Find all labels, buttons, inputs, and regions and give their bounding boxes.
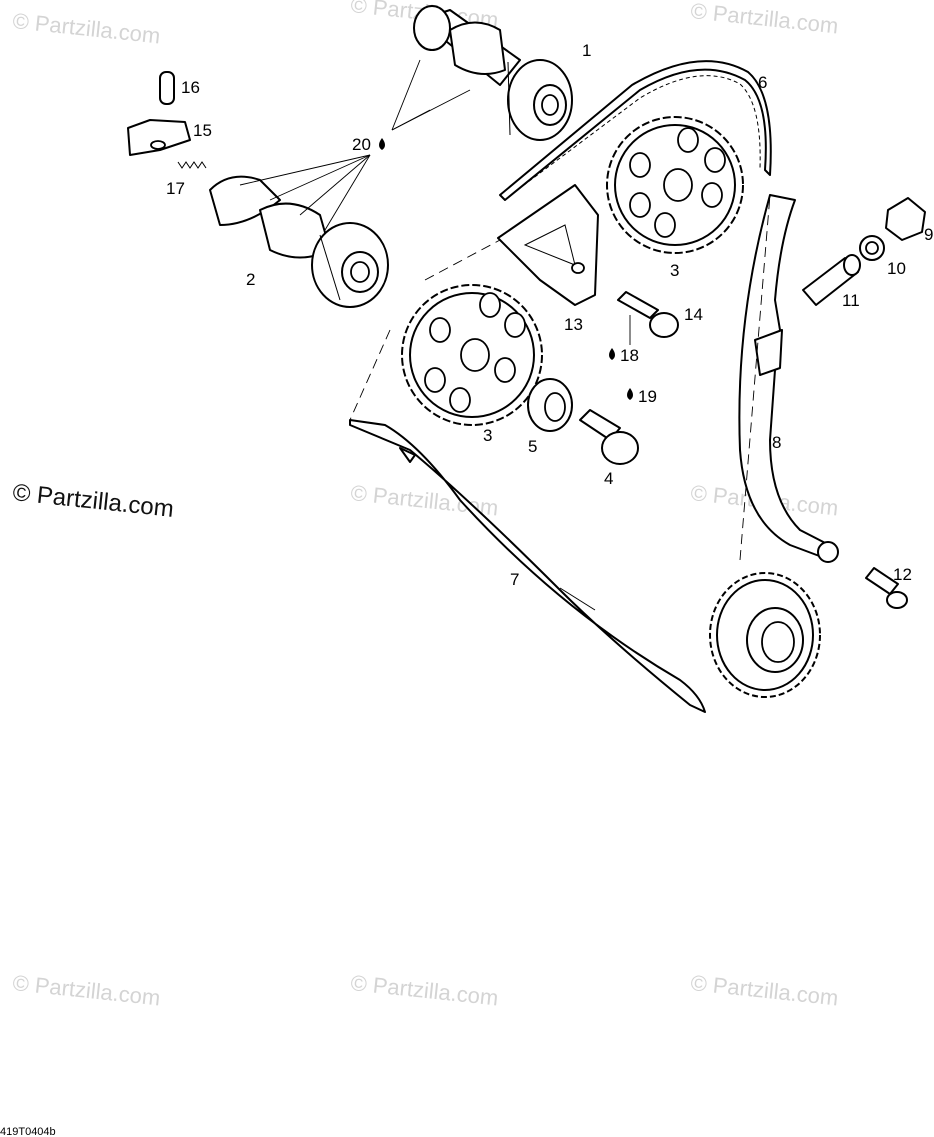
bolt-14 [617, 291, 679, 345]
callout-13: 13 [564, 315, 583, 334]
callout-2: 2 [246, 270, 255, 289]
chain-guide-7 [349, 419, 706, 713]
watermark: © Partzilla.com [689, 970, 839, 1010]
timing-chain [499, 60, 772, 201]
callout-9: 9 [924, 225, 933, 244]
callout-labels: 1 2 3 3 4 5 6 7 8 9 10 11 12 13 14 15 16… [166, 41, 933, 589]
callout-3-upper: 3 [670, 261, 679, 280]
callout-12: 12 [893, 565, 912, 584]
watermark: © Partzilla.com [689, 0, 839, 38]
callout-15: 15 [193, 121, 212, 140]
callout-20: 20 [352, 135, 371, 154]
watermark: © Partzilla.com [349, 970, 499, 1010]
watermark-main: © Partzilla.com [11, 479, 175, 523]
oil-drop-icon [379, 138, 385, 150]
callout-14: 14 [684, 305, 703, 324]
callout-4: 4 [604, 469, 613, 488]
camshaft-lower [209, 175, 389, 308]
callout-1: 1 [582, 41, 591, 60]
callout-6: 6 [758, 73, 767, 92]
crank-gear [709, 572, 821, 698]
watermark: © Partzilla.com [11, 8, 161, 48]
sprocket-upper [606, 116, 744, 254]
bolt-4 [579, 409, 639, 465]
callout-18: 18 [620, 346, 639, 365]
bolt-12 [865, 567, 908, 609]
tensioner-guide-8 [738, 194, 839, 563]
sprocket-lower [401, 284, 543, 426]
alignment-lines [349, 194, 771, 561]
oil-drop-icon [609, 348, 615, 360]
leader-lines-20 [239, 59, 471, 231]
oil-drop-icon [627, 388, 633, 400]
callout-17: 17 [166, 179, 185, 198]
washer-5 [527, 378, 573, 432]
callout-16: 16 [181, 78, 200, 97]
callout-10: 10 [887, 259, 906, 278]
chain-guide-13 [497, 184, 599, 306]
callout-3-lower: 3 [483, 426, 492, 445]
callout-8: 8 [772, 433, 781, 452]
callout-11: 11 [842, 291, 860, 310]
drawing-code: 419T0404b [0, 1126, 56, 1137]
camshaft-upper [413, 5, 573, 141]
watermark: © Partzilla.com [11, 970, 161, 1010]
callout-19: 19 [638, 387, 657, 406]
tensioner-parts [802, 197, 926, 306]
rocker-parts [127, 71, 207, 169]
callout-5: 5 [528, 437, 537, 456]
callout-7: 7 [510, 570, 519, 589]
